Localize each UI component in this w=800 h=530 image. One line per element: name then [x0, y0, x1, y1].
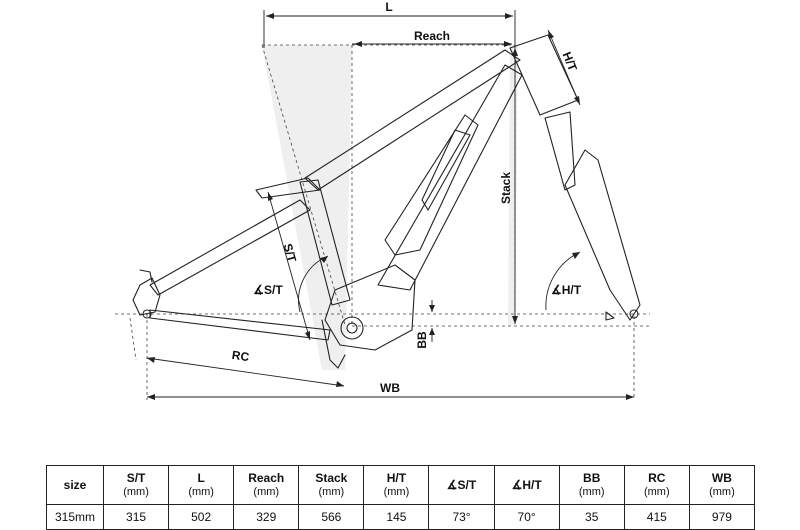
cell-ht: 145	[363, 504, 430, 530]
head-tube-projection	[508, 45, 518, 325]
column-header-st-angle: ∡S/T	[428, 465, 495, 505]
ht-angle-dimension: ∡H/T	[545, 251, 582, 311]
st-angle-dimension: ∡S/T	[253, 255, 329, 313]
column-header-size: size	[46, 465, 104, 505]
cell-reach: 329	[233, 504, 300, 530]
cell-stack: 566	[298, 504, 365, 530]
column-header-stack: Stack(mm)	[298, 465, 365, 505]
cell-st-angle: 73°	[428, 504, 495, 530]
rc-dimension: RC	[146, 348, 345, 387]
stack-dimension: Stack	[499, 48, 518, 324]
table-row: 315mm 315 502 329 566 145 73° 70° 35 415…	[46, 504, 756, 530]
reach-label: Reach	[414, 29, 450, 43]
reach-dimension: Reach	[352, 29, 512, 47]
l-label: L	[385, 0, 392, 14]
cell-st: 315	[102, 504, 170, 530]
column-header-st: S/T(mm)	[102, 465, 170, 505]
column-header-rc: RC(mm)	[623, 465, 690, 505]
st-dimension: S/T	[267, 191, 311, 341]
cell-l: 502	[168, 504, 235, 530]
column-header-bb: BB(mm)	[558, 465, 625, 505]
column-header-ht: H/T(mm)	[363, 465, 430, 505]
cell-rc: 415	[623, 504, 690, 530]
wb-label: WB	[380, 381, 400, 395]
stack-label: Stack	[499, 172, 513, 204]
ht-label: H/T	[560, 50, 580, 74]
column-header-reach: Reach(mm)	[233, 465, 300, 505]
bb-label: BB	[415, 331, 429, 349]
column-header-l: L(mm)	[168, 465, 235, 505]
cell-wb: 979	[688, 504, 756, 530]
l-dimension: L	[263, 0, 516, 48]
ht-dimension: H/T	[547, 29, 581, 106]
column-header-ht-angle: ∡H/T	[493, 465, 560, 505]
ht-angle-label: ∡H/T	[551, 283, 582, 297]
wb-dimension: WB	[147, 381, 634, 400]
geometry-table: size S/T(mm) L(mm) Reach(mm) Stack(mm) H…	[46, 465, 756, 530]
column-header-wb: WB(mm)	[688, 465, 756, 505]
rc-label: RC	[231, 348, 250, 364]
st-angle-label: ∡S/T	[253, 283, 283, 297]
table-header-row: size S/T(mm) L(mm) Reach(mm) Stack(mm) H…	[46, 465, 756, 505]
ebike-frame	[132, 34, 641, 369]
reference-lines	[115, 44, 650, 400]
cell-bb: 35	[558, 504, 625, 530]
bb-dimension: BB	[415, 300, 435, 349]
st-label: S/T	[281, 242, 300, 264]
cell-size: 315mm	[46, 504, 104, 530]
cell-ht-angle: 70°	[493, 504, 560, 530]
frame-geometry-diagram: L Reach H/T Stack S/T ∡S/T ∡H/T	[115, 0, 650, 400]
